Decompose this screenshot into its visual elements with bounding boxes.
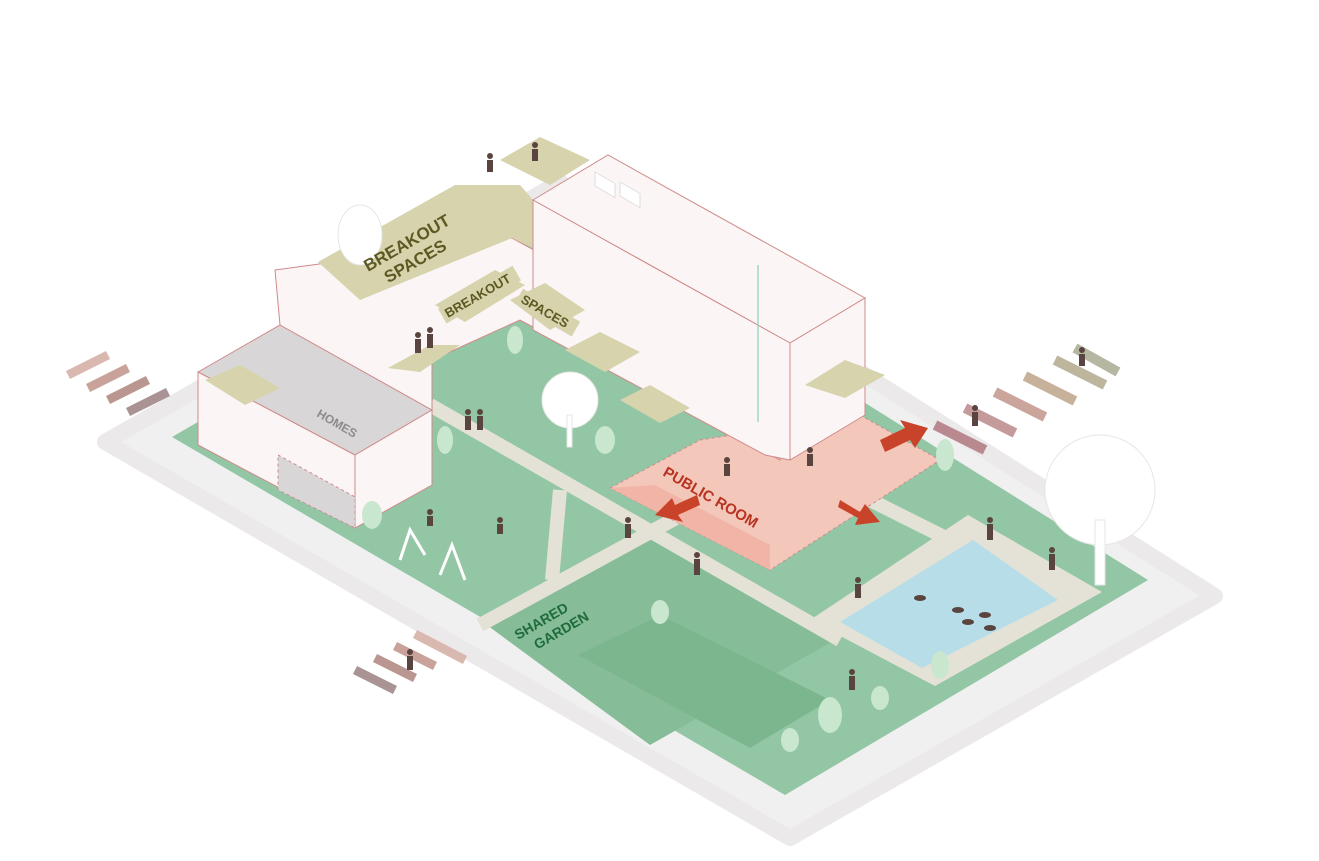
- arrow-icons: [655, 420, 928, 525]
- homes-balcony: [205, 365, 280, 405]
- homes-ground-void: [277, 454, 356, 529]
- crosswalk-northwest: [65, 350, 171, 417]
- crosswalk-southwest: [352, 630, 468, 695]
- arrow-southeast-icon: [838, 500, 880, 525]
- breakout-balcony-3: [388, 345, 460, 372]
- swing-icons: [398, 526, 467, 581]
- people-icons: [407, 142, 1085, 690]
- balcony-1: [565, 332, 640, 372]
- roof-terrace: [500, 137, 590, 185]
- shrub-icons: [362, 326, 954, 752]
- tree-icons: [337, 204, 1156, 586]
- ducks: [914, 595, 996, 631]
- public-room-edge: [610, 485, 770, 570]
- breakout-roof: [318, 185, 785, 372]
- pond: [840, 540, 1058, 668]
- planting-bed: [578, 615, 830, 748]
- crosswalk-east: [932, 343, 1121, 455]
- arrow-west-icon: [655, 495, 700, 522]
- arrow-northeast-icon: [880, 420, 928, 452]
- balcony-2: [620, 385, 690, 423]
- solar-panels: [594, 171, 641, 209]
- balcony-3: [805, 360, 885, 398]
